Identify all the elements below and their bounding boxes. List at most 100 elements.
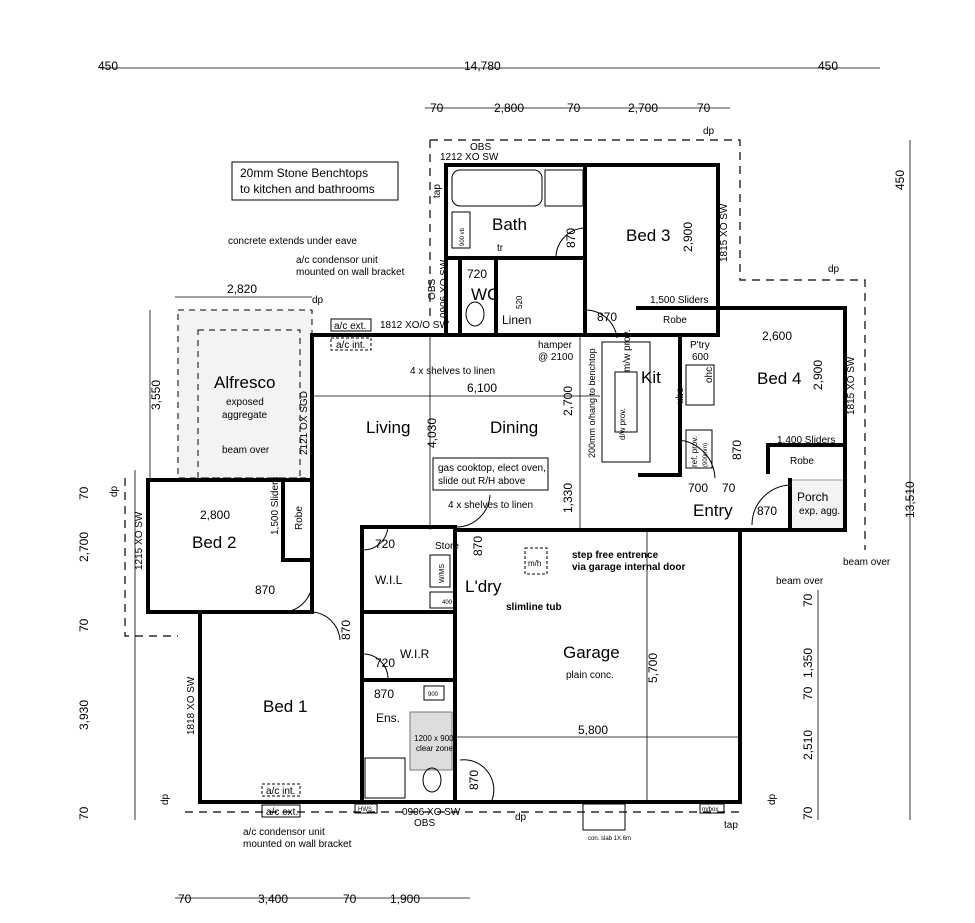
window-bed2: 1215 XO SW — [134, 511, 145, 570]
ac-note-1b: mounted on wall bracket — [296, 267, 405, 278]
room-labels: Bath Bed 3 WC Linen Alfresco exposed agg… — [192, 215, 840, 725]
room-bed3: Bed 3 — [626, 226, 670, 245]
window-bed1: 1818 XO SW — [186, 676, 197, 735]
door-size: 520 — [515, 295, 524, 309]
bathtub-icon — [451, 169, 543, 207]
ac-int-label-2: a/c int. — [266, 786, 295, 797]
dim-top2: 2,700 — [628, 101, 658, 115]
shelves-note-1: 4 x shelves to linen — [410, 366, 495, 377]
step-free-note-2: via garage internal door — [572, 562, 685, 573]
kitchen-island — [601, 341, 651, 463]
toilet-icon — [422, 767, 442, 793]
ac-note-1a: a/c condensor unit — [296, 255, 378, 266]
room-wir: W.I.R — [400, 647, 430, 661]
dimension-lines — [100, 67, 911, 899]
toilet-icon — [465, 301, 485, 327]
internal-dim-lines — [149, 296, 740, 802]
tub-label: slimline tub — [506, 602, 562, 613]
room-ens: Ens. — [376, 711, 400, 725]
step-free-note-1: step free entrence — [572, 550, 659, 561]
dp-label: dp — [160, 793, 171, 805]
door-size: 870 — [339, 620, 353, 640]
alfresco-sub1: exposed — [226, 397, 264, 408]
vanity-label: 900 vb — [460, 227, 466, 246]
door-size: 870 — [597, 310, 617, 324]
door-size: 870 — [374, 687, 394, 701]
note-line2: to kitchen and bathrooms — [240, 182, 375, 196]
door-size: 870 — [564, 228, 578, 248]
beam-over-label: beam over — [222, 445, 270, 456]
window-wc: 0906 XO SW — [439, 259, 450, 318]
manhole-icon — [524, 547, 548, 575]
shelves-note-2: 4 x shelves to linen — [448, 500, 533, 511]
dim-right: 450 — [893, 170, 907, 190]
ac-note-2a: a/c condensor unit — [243, 827, 325, 838]
sliders-bed2: 1,500 Sliders — [270, 477, 281, 535]
label-obs: OBS — [470, 142, 491, 153]
dim-bed2-w: 2,800 — [200, 508, 230, 522]
dp-label: dp — [828, 264, 840, 275]
dp-label: dp — [703, 126, 715, 137]
dp-label: dp — [767, 793, 778, 805]
door-size: 870 — [730, 440, 744, 460]
alfresco-sub2: aggregate — [222, 410, 267, 421]
washing-machine-space — [429, 554, 451, 588]
room-store: Store — [435, 541, 459, 552]
robe-bed3: Robe — [663, 315, 687, 326]
ubo-label: ubo — [675, 387, 686, 404]
dp-label: dp — [515, 812, 527, 823]
dim-left: 70 — [77, 486, 91, 500]
dim-living-h: 4,030 — [425, 418, 439, 448]
alfresco-area — [177, 309, 313, 479]
dim-right-inner: 70 — [801, 686, 815, 700]
window-bed3: 1815 XO SW — [719, 203, 730, 262]
door-size: 870 — [757, 504, 777, 518]
porch-sub: exp. agg. — [799, 506, 840, 517]
kitchen-island-sink-icon — [614, 371, 638, 433]
clear-zone-1: 1200 x 900 — [414, 734, 454, 743]
room-wc: WC — [471, 285, 499, 304]
annotations: OBS 1212 XO SW 1815 XO SW OBS 0906 XO SW… — [109, 126, 891, 850]
ac-int-label: a/c int. — [336, 340, 365, 351]
dim-bed4-h: 2,900 — [811, 360, 825, 390]
ac-ext-label-2: a/c ext. — [266, 807, 298, 818]
robe-bed2: Robe — [294, 506, 305, 530]
clear-zone-2: clear zone — [416, 744, 453, 753]
fixtures — [364, 169, 715, 799]
sliders-bed4: 1,400 Sliders — [777, 435, 835, 446]
ohc-label: ohc — [704, 367, 715, 383]
door-size: 720 — [375, 537, 395, 551]
dim-left: 3,930 — [77, 700, 91, 730]
room-bed4: Bed 4 — [757, 369, 801, 388]
gas-note-2: slide out R/H above — [438, 476, 526, 487]
room-wil: W.I.L — [375, 573, 403, 587]
shower-icon — [544, 169, 584, 207]
manhole-label: m/h — [528, 559, 541, 568]
pantry-size: 600 — [692, 352, 709, 363]
basin-size: 900 — [428, 692, 439, 698]
dim-right-inner: 2,510 — [801, 730, 815, 760]
tap-label: tap — [724, 820, 738, 831]
hamper-label: hamper — [538, 340, 573, 351]
concrete-note: concrete extends under eave — [228, 236, 357, 247]
tap-label: tap — [432, 184, 443, 198]
dim-left: 70 — [77, 806, 91, 820]
dim-living-w: 6,100 — [467, 381, 497, 395]
dim-right-inner: 70 — [801, 593, 815, 607]
dim-right-inner: 70 — [801, 806, 815, 820]
door-size: 870 — [471, 536, 485, 556]
door-size: 870 — [467, 770, 481, 790]
window-ens-obs: OBS — [414, 818, 435, 829]
sliders-bed3: 1,500 Sliders — [650, 295, 708, 306]
window-bed4: 1815 XO SW — [846, 356, 857, 415]
eave-outline — [124, 139, 866, 813]
room-porch: Porch — [797, 490, 828, 504]
vanity-icon — [451, 211, 471, 249]
room-living: Living — [366, 418, 410, 437]
dim-top: 450 — [818, 59, 838, 73]
dim-top: 14,780 — [464, 59, 501, 73]
robe-bed4: Robe — [790, 456, 814, 467]
window-bath: 1212 XO SW — [440, 152, 499, 163]
dim-kit-h: 2,700 — [561, 386, 575, 416]
